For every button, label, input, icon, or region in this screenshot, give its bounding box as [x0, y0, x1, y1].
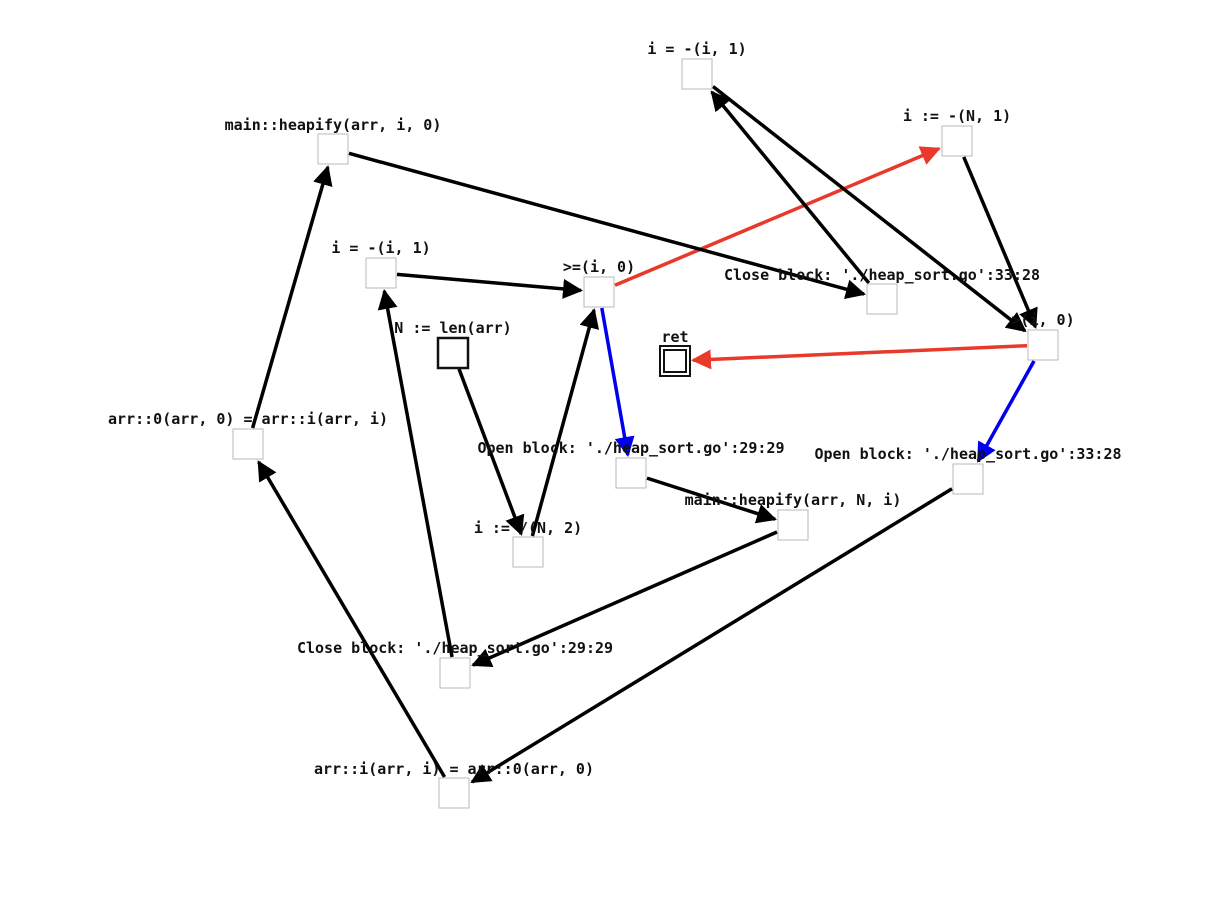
- node-label-n_close33: Close block: './heap_sort.go':33:28: [724, 266, 1040, 284]
- node-label-n_len: N := len(arr): [394, 319, 511, 337]
- edge-false-n_ge_i0-to-n_init_i: [614, 146, 941, 287]
- edges-layer: [250, 85, 1038, 784]
- edge-normal-n_len-to-n_half: [457, 368, 525, 536]
- node-label-n_half: i := /(N, 2): [474, 519, 582, 537]
- edge-normal-n_open29-to-n_heapify_Ni: [646, 476, 777, 524]
- edge-normal-n_heapify_i0-to-n_close33: [348, 151, 866, 299]
- labels-layer: i = -(i, 1)i := -(N, 1)main::heapify(arr…: [108, 40, 1122, 778]
- node-box-n_dec_i_top[interactable]: [681, 58, 713, 90]
- nodes-layer: [232, 58, 1059, 809]
- node-box-n_len[interactable]: [436, 336, 470, 370]
- node-box-n_open33[interactable]: [952, 463, 984, 495]
- node-box-n_gt_i0[interactable]: [1027, 329, 1059, 361]
- node-label-n_dec_i_mid: i = -(i, 1): [331, 239, 430, 257]
- node-box-n_close29[interactable]: [439, 657, 471, 689]
- node-label-n_heapify_Ni: main::heapify(arr, N, i): [685, 491, 902, 509]
- node-box-n_open29[interactable]: [615, 457, 647, 489]
- edge-normal-n_swap_b-to-n_swap_a: [257, 460, 447, 778]
- node-box-n_heapify_Ni[interactable]: [777, 509, 809, 541]
- node-label-n_swap_b: arr::i(arr, i) = arr::0(arr, 0): [314, 760, 594, 778]
- edge-normal-n_heapify_Ni-to-n_close29: [471, 530, 778, 668]
- node-label-n_ret: ret: [661, 328, 688, 346]
- node-label-n_close29: Close block: './heap_sort.go':29:29: [297, 639, 613, 657]
- edge-normal-n_dec_i_mid-to-n_ge_i0: [396, 272, 583, 299]
- edge-true-n_gt_i0-to-n_open33: [976, 360, 1036, 463]
- node-box-inner-n_ret: [663, 349, 687, 373]
- node-label-n_swap_a: arr::0(arr, 0) = arr::i(arr, i): [108, 410, 388, 428]
- edge-true-n_ge_i0-to-n_open29: [600, 307, 635, 457]
- edge-normal-n_close33-to-n_dec_i_top: [710, 90, 871, 285]
- edge-normal-n_init_i-to-n_gt_i0: [962, 156, 1038, 329]
- edge-false-n_gt_i0-to-n_ret: [691, 343, 1028, 370]
- node-label-n_heapify_i0: main::heapify(arr, i, 0): [225, 116, 442, 134]
- node-label-n_gt_i0: >(i, 0): [1011, 311, 1074, 329]
- node-box-n_ge_i0[interactable]: [583, 276, 615, 308]
- node-label-n_open29: Open block: './heap_sort.go':29:29: [477, 439, 784, 457]
- node-box-n_heapify_i0[interactable]: [317, 133, 349, 165]
- node-label-n_ge_i0: >=(i, 0): [563, 258, 635, 276]
- node-box-n_dec_i_mid[interactable]: [365, 257, 397, 289]
- node-box-n_init_i[interactable]: [941, 125, 973, 157]
- edge-normal-n_open33-to-n_swap_b: [470, 487, 953, 784]
- node-label-n_open33: Open block: './heap_sort.go':33:28: [814, 445, 1121, 463]
- edge-normal-n_swap_a-to-n_heapify_i0: [250, 165, 333, 429]
- node-label-n_dec_i_top: i = -(i, 1): [647, 40, 746, 58]
- node-box-n_swap_a[interactable]: [232, 428, 264, 460]
- node-box-n_half[interactable]: [512, 536, 544, 568]
- edge-normal-n_half-to-n_ge_i0: [530, 308, 599, 537]
- edge-normal-n_dec_i_top-to-n_gt_i0: [711, 85, 1027, 333]
- edge-normal-n_close29-to-n_dec_i_mid: [377, 289, 454, 658]
- node-box-n_swap_b[interactable]: [438, 777, 470, 809]
- node-label-n_init_i: i := -(N, 1): [903, 107, 1011, 125]
- node-box-n_close33[interactable]: [866, 283, 898, 315]
